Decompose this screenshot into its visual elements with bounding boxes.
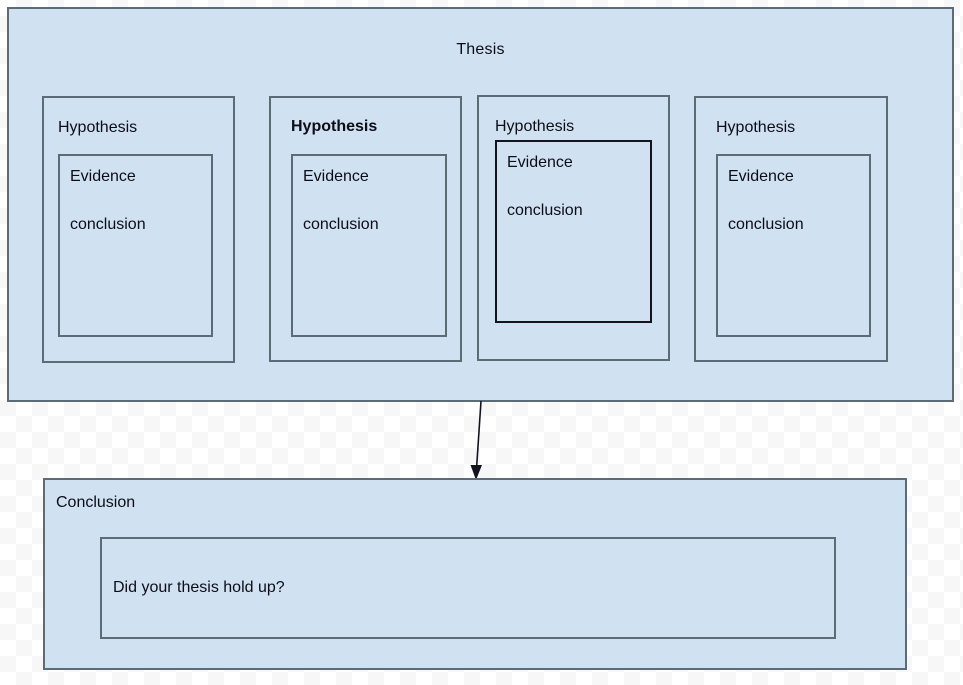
hypothesis-card-3[interactable]: Hypothesis Evidence conclusion [477,95,670,361]
evidence-conclusion-label-3: conclusion [507,202,583,219]
arrow-down-icon [470,400,482,480]
evidence-box-1[interactable]: Evidence conclusion [58,154,213,337]
evidence-label-2: Evidence [303,168,369,185]
thesis-title: Thesis [456,41,505,58]
conclusion-question-text: Did your thesis hold up? [113,579,285,596]
conclusion-panel[interactable]: Conclusion Did your thesis hold up? [43,478,907,670]
evidence-label-3: Evidence [507,154,573,171]
evidence-label-1: Evidence [70,168,136,185]
evidence-label-4: Evidence [728,168,794,185]
evidence-box-4[interactable]: Evidence conclusion [716,154,871,337]
hypothesis-card-4[interactable]: Hypothesis Evidence conclusion [694,96,888,362]
hypothesis-label-3: Hypothesis [495,118,575,135]
hypothesis-card-1[interactable]: Hypothesis Evidence conclusion [42,96,235,363]
hypothesis-label-2: Hypothesis [291,118,378,135]
evidence-conclusion-label-2: conclusion [303,216,379,233]
arrow-shaft [475,400,482,470]
thesis-panel[interactable]: Thesis Hypothesis Evidence conclusion Hy… [7,7,954,402]
hypothesis-label-4: Hypothesis [716,119,796,136]
evidence-box-3[interactable]: Evidence conclusion [495,140,652,323]
hypothesis-card-2[interactable]: Hypothesis Evidence conclusion [269,96,462,362]
evidence-box-2[interactable]: Evidence conclusion [291,154,447,337]
evidence-conclusion-label-1: conclusion [70,216,146,233]
conclusion-title: Conclusion [56,494,136,511]
arrow-head [470,465,482,480]
conclusion-inner-box[interactable]: Did your thesis hold up? [100,537,836,639]
evidence-conclusion-label-4: conclusion [728,216,804,233]
hypothesis-label-1: Hypothesis [58,119,138,136]
